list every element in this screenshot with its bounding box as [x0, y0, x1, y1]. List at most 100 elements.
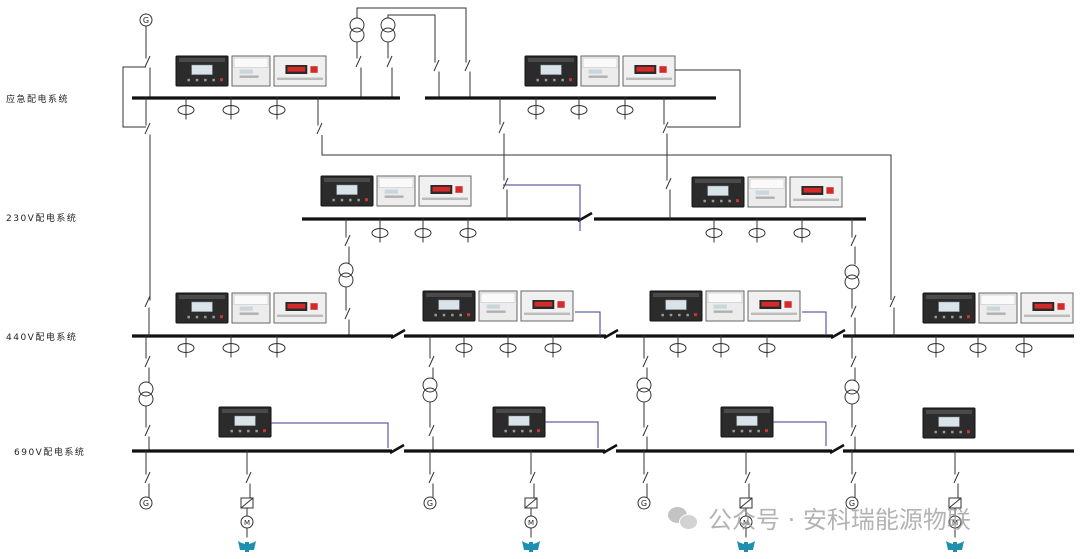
switch — [642, 424, 649, 437]
bus-tie-breaker — [390, 328, 406, 340]
tie-link — [503, 184, 581, 231]
switch — [850, 234, 857, 247]
current-transformer-icon — [616, 105, 634, 115]
switch — [344, 307, 351, 320]
protection-relay-device — [922, 407, 976, 439]
generator-icon: G — [139, 496, 153, 510]
watermark: 公众号 · 安科瑞能源物联 — [668, 500, 971, 535]
generator-label: G — [849, 499, 855, 508]
insulation-meter-device — [1020, 292, 1074, 324]
current-transformer-icon — [371, 228, 389, 238]
switch — [744, 471, 751, 484]
generator-label: G — [427, 499, 433, 508]
current-transformer-icon — [222, 343, 240, 353]
insulation-meter-device — [273, 55, 327, 87]
generator-label: G — [641, 499, 647, 508]
wire — [321, 135, 892, 300]
monitor-device — [978, 292, 1018, 324]
current-transformer-icon — [177, 105, 195, 115]
motor-starter-slash — [524, 497, 538, 509]
switch — [144, 122, 151, 135]
current-transformer-icon — [969, 343, 987, 353]
current-transformer-icon — [222, 105, 240, 115]
current-transformer-icon — [1015, 343, 1033, 353]
switch — [665, 177, 672, 190]
switch — [144, 295, 151, 308]
insulation-meter-device — [418, 175, 472, 207]
switch — [642, 471, 649, 484]
switch — [850, 471, 857, 484]
monitor-device — [705, 290, 745, 322]
fan-icon — [522, 541, 540, 552]
protection-relay-device — [422, 290, 476, 322]
current-transformer-icon — [705, 228, 723, 238]
switch — [953, 471, 960, 484]
bus-tie-breaker — [602, 443, 618, 455]
protection-relay-device — [218, 406, 272, 438]
switch — [144, 424, 151, 437]
motor-icon: M — [524, 515, 538, 529]
monitor-device — [747, 176, 787, 208]
current-transformer-icon — [268, 105, 286, 115]
protection-relay-device — [175, 55, 229, 87]
motor-starter-slash — [948, 497, 962, 509]
generator-label: G — [143, 499, 149, 508]
switch — [850, 305, 857, 318]
protection-relay-device — [492, 406, 546, 438]
switch — [889, 295, 896, 308]
current-transformer-icon — [268, 343, 286, 353]
switch — [498, 121, 505, 134]
switch — [428, 355, 435, 368]
wire — [388, 14, 436, 58]
current-transformer-icon — [927, 343, 945, 353]
current-transformer-icon — [527, 105, 545, 115]
switch — [386, 55, 393, 68]
motor-label: M — [952, 519, 958, 527]
monitor-device — [478, 290, 518, 322]
current-transformer-icon — [712, 343, 730, 353]
current-transformer-icon — [570, 105, 588, 115]
wechat-icon — [668, 505, 698, 531]
switch — [529, 471, 536, 484]
switch — [344, 234, 351, 247]
generator-icon: G — [139, 13, 153, 27]
current-transformer-icon — [793, 228, 811, 238]
wire — [667, 69, 741, 128]
bus-tie-breaker — [389, 443, 405, 455]
protection-relay-device — [691, 176, 745, 208]
current-transformer-icon — [758, 343, 776, 353]
insulation-meter-device — [747, 290, 801, 322]
fan-icon — [737, 541, 755, 552]
current-transformer-icon — [499, 343, 517, 353]
protection-relay-device — [720, 406, 774, 438]
current-transformer-icon — [177, 343, 195, 353]
wire — [357, 7, 467, 56]
level-label-230v: 230V配电系统 — [6, 214, 78, 224]
switch — [144, 471, 151, 484]
monitor-device — [231, 292, 271, 324]
motor-icon: M — [240, 515, 254, 529]
current-transformer-icon — [414, 228, 432, 238]
switch — [502, 177, 509, 190]
level-label-440v: 440V配电系统 — [6, 333, 78, 343]
tie-link — [575, 311, 601, 338]
switch — [144, 55, 151, 68]
tie-link — [773, 421, 827, 446]
current-transformer-icon — [669, 343, 687, 353]
level-label-690v: 690V配电系统 — [14, 448, 86, 458]
level-label-emergency: 应急配电系统 — [6, 95, 70, 105]
switch — [144, 355, 151, 368]
switch — [428, 471, 435, 484]
tie-link — [271, 422, 389, 448]
protection-relay-device — [320, 175, 374, 207]
switch — [355, 55, 362, 68]
bus-tie-breaker — [603, 328, 619, 340]
watermark-text: 公众号 · 安科瑞能源物联 — [708, 506, 971, 534]
switch — [433, 59, 440, 72]
motor-starter-slash — [240, 497, 254, 509]
tie-link — [802, 311, 827, 334]
motor-starter-slash — [739, 497, 753, 509]
switch — [316, 122, 323, 135]
bus-tie-breaker — [829, 443, 845, 455]
